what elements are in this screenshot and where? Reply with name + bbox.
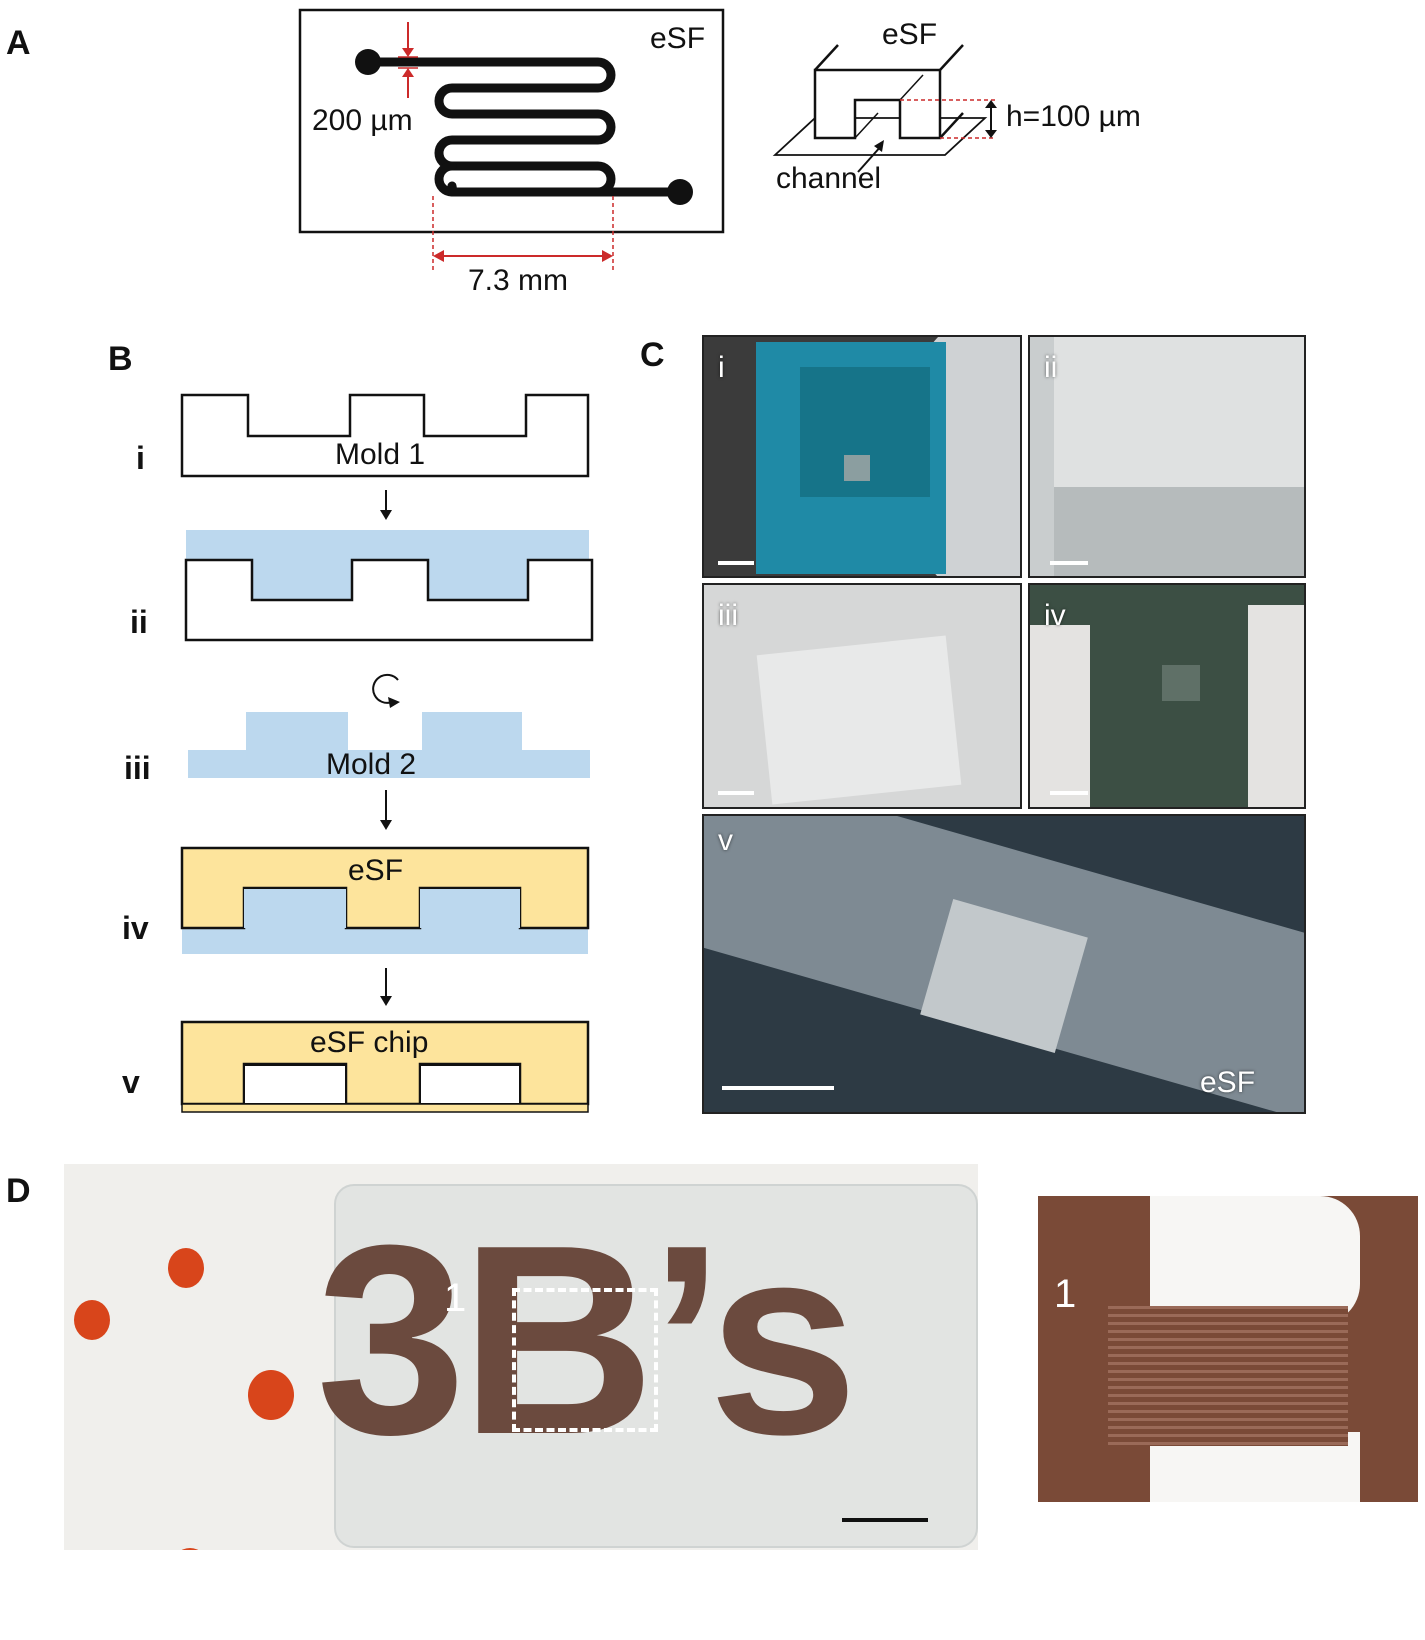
mold2-post-2 xyxy=(420,889,520,928)
letter-b-upper-counter xyxy=(1150,1196,1360,1324)
photo-c-iv: iv xyxy=(1028,583,1306,809)
step-ii-label: ii xyxy=(130,604,148,641)
scale-bar xyxy=(718,561,754,565)
flip-icon-head xyxy=(388,697,400,708)
step-iv-label: iv xyxy=(122,910,149,947)
height-arrowhead-top xyxy=(985,100,997,108)
dye-dot-2 xyxy=(172,1548,208,1550)
mold2-post-1 xyxy=(244,889,346,928)
step-i-label: i xyxy=(136,440,145,477)
photo-d-inset: 1 xyxy=(1038,1196,1418,1502)
photo-c-v-label: v xyxy=(718,824,733,858)
step-iv-text: eSF xyxy=(348,854,403,888)
panel-letter-d: D xyxy=(6,1172,31,1211)
mold2-cast-fill-2 xyxy=(428,560,528,600)
photo-c-i: i xyxy=(702,335,1022,578)
channel-pointer-head xyxy=(874,140,884,152)
dye-dot-right xyxy=(248,1370,294,1420)
mold2-base-iv xyxy=(182,928,588,954)
step-v-label: v xyxy=(122,1064,140,1101)
scale-bar xyxy=(722,1086,834,1090)
chip-channel-2 xyxy=(420,1065,520,1104)
photo-c-iii-label: iii xyxy=(718,599,738,633)
photo-c-v-corner-text: eSF xyxy=(1200,1066,1255,1100)
cross-section-drawing xyxy=(775,45,985,155)
glove-left xyxy=(1030,625,1090,809)
photo-c-i-label: i xyxy=(718,351,725,385)
flip-icon xyxy=(373,675,398,703)
wafer-square xyxy=(844,455,870,481)
scale-bar xyxy=(1050,791,1088,795)
inset-marker: 1 xyxy=(1054,1272,1076,1317)
chip-seal-layer xyxy=(182,1104,588,1112)
height-label: h=100 µm xyxy=(1006,100,1141,134)
mold2-cast-top xyxy=(186,530,589,560)
photo-c-iv-label: iv xyxy=(1044,599,1066,633)
film-upper xyxy=(1054,337,1304,487)
region-highlight-box xyxy=(512,1288,658,1432)
arrowhead-iii-iv xyxy=(380,820,392,830)
chip-channel-1 xyxy=(244,1065,346,1104)
scale-bar-d xyxy=(842,1518,928,1522)
region-marker: 1 xyxy=(444,1276,466,1321)
step-iii-label: iii xyxy=(124,750,151,787)
step-v-text: eSF chip xyxy=(310,1026,428,1060)
film-lower xyxy=(1054,487,1304,577)
photo-c-ii: ii xyxy=(1028,335,1306,578)
scale-bar xyxy=(1050,561,1088,565)
peeled-film xyxy=(757,635,962,804)
mold1-shape-ii xyxy=(186,560,592,640)
mold2-cast-fill-1 xyxy=(252,560,352,600)
film-square xyxy=(1162,665,1200,701)
photo-c-v: v eSF xyxy=(702,814,1306,1114)
height-arrowhead-bottom xyxy=(985,130,997,138)
panel-b-schematic xyxy=(0,0,700,1140)
step-i-text: Mold 1 xyxy=(335,438,425,472)
channel-label: channel xyxy=(776,162,881,196)
arrowhead-iv-v xyxy=(380,996,392,1006)
dye-dot-middle xyxy=(168,1248,204,1288)
microchannel-array xyxy=(1108,1306,1348,1446)
glove-right xyxy=(1248,605,1306,809)
photo-c-iii: iii xyxy=(702,583,1022,809)
cross-section-label: eSF xyxy=(882,18,937,52)
arrowhead-i-ii xyxy=(380,510,392,520)
step-iii-text: Mold 2 xyxy=(326,748,416,782)
dye-dot-left xyxy=(74,1300,110,1340)
photo-c-ii-label: ii xyxy=(1044,351,1057,385)
scale-bar xyxy=(718,791,754,795)
